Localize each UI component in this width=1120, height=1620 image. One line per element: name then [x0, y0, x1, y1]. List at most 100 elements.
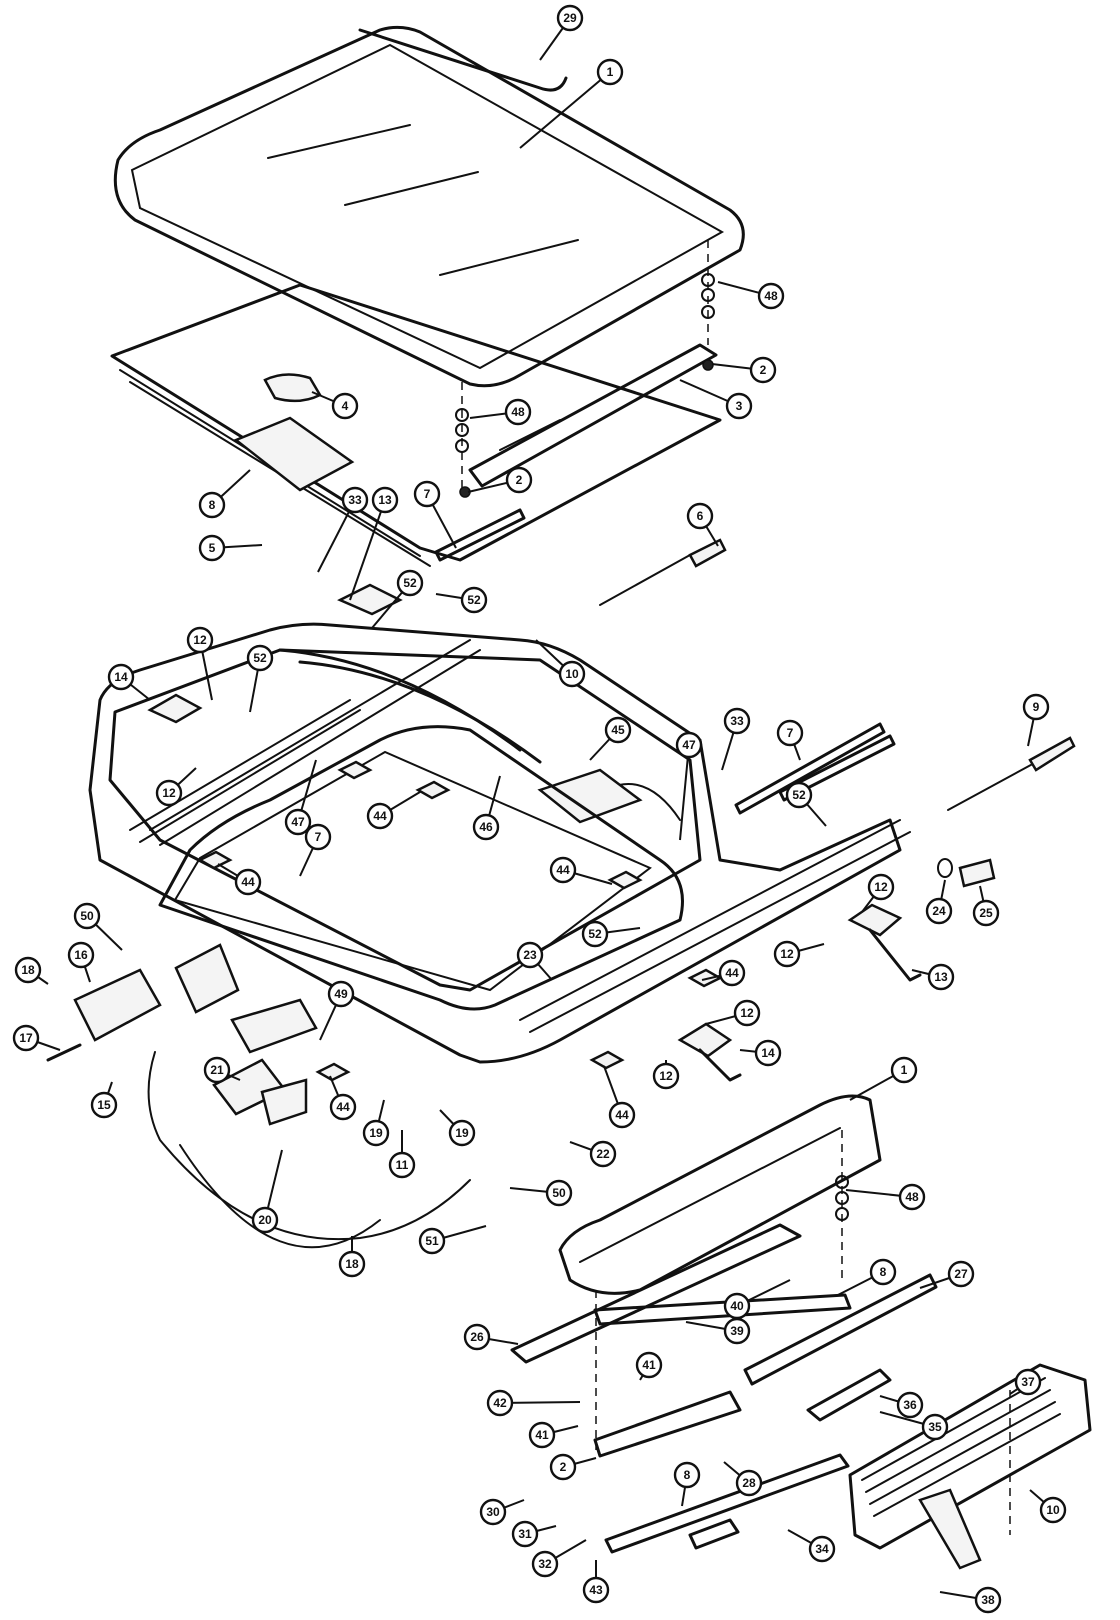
callout-bubble — [371, 486, 399, 514]
leader-line-1 — [519, 71, 611, 149]
callout-number: 39 — [730, 1324, 744, 1338]
callout-bubble — [155, 779, 183, 807]
callout-number: 29 — [563, 11, 577, 25]
callout-15: 15 — [90, 1091, 118, 1119]
callout-bubble — [673, 1461, 701, 1489]
leader-line-42 — [499, 1401, 581, 1404]
callout-bubble — [972, 899, 1000, 927]
callout-48: 48 — [757, 282, 785, 310]
callout-bubble — [67, 941, 95, 969]
callout-44: 44 — [234, 868, 262, 896]
callout-2: 2 — [505, 466, 533, 494]
callout-number: 38 — [981, 1593, 995, 1607]
callout-number: 8 — [684, 1468, 691, 1482]
callout-47: 47 — [675, 731, 703, 759]
callout-number: 12 — [193, 633, 207, 647]
callout-number: 41 — [642, 1358, 656, 1372]
callout-bubble — [754, 1039, 782, 1067]
callout-12: 12 — [155, 779, 183, 807]
glass-panel — [113, 25, 745, 388]
pad-group — [197, 760, 723, 1082]
drive-cable-right — [947, 736, 1076, 811]
callout-number: 48 — [764, 289, 778, 303]
callout-51: 51 — [418, 1227, 446, 1255]
callout-21: 21 — [203, 1056, 231, 1084]
callout-number: 46 — [479, 820, 493, 834]
callout-8: 8 — [673, 1461, 701, 1489]
callout-bubble — [251, 1206, 279, 1234]
callout-37: 37 — [1014, 1368, 1042, 1396]
callout-12: 12 — [733, 999, 761, 1027]
callout-number: 2 — [516, 473, 523, 487]
callout-number: 10 — [1046, 1503, 1060, 1517]
callout-44: 44 — [718, 959, 746, 987]
callout-number: 25 — [979, 906, 993, 920]
glass-panel-detail — [558, 1094, 882, 1295]
callout-number: 12 — [874, 880, 888, 894]
callout-40: 40 — [723, 1292, 751, 1320]
callout-bubble — [14, 956, 42, 984]
callout-3: 3 — [725, 392, 753, 420]
callout-bubble — [460, 586, 488, 614]
callout-bubble — [549, 1453, 577, 1481]
callout-number: 8 — [880, 1265, 887, 1279]
callout-number: 10 — [565, 667, 579, 681]
callout-19: 19 — [448, 1119, 476, 1147]
callout-bubble — [396, 569, 424, 597]
callout-bubble — [549, 856, 577, 884]
callout-47: 47 — [284, 808, 312, 836]
callout-number: 17 — [19, 1031, 33, 1045]
callout-bubble — [757, 282, 785, 310]
callout-1: 1 — [596, 58, 624, 86]
callout-bubble — [366, 802, 394, 830]
callout-number: 52 — [253, 651, 267, 665]
callout-30: 30 — [479, 1498, 507, 1526]
callout-number: 40 — [730, 1299, 744, 1313]
callout-2: 2 — [749, 356, 777, 384]
callout-44: 44 — [366, 802, 394, 830]
callout-24: 24 — [925, 897, 953, 925]
callout-number: 21 — [210, 1063, 224, 1077]
callout-bubble — [472, 813, 500, 841]
callout-bubble — [388, 1151, 416, 1179]
callout-number: 5 — [209, 541, 216, 555]
leader-lines — [25, 17, 1054, 1601]
callout-bubble — [1014, 1368, 1042, 1396]
callout-bubble — [418, 1227, 446, 1255]
callout-44: 44 — [549, 856, 577, 884]
callout-bubble — [1022, 693, 1050, 721]
callout-13: 13 — [371, 486, 399, 514]
callout-bubble — [234, 868, 262, 896]
callout-bubble — [284, 808, 312, 836]
callout-7: 7 — [304, 823, 332, 851]
callout-28: 28 — [735, 1469, 763, 1497]
callout-43: 43 — [582, 1576, 610, 1604]
callout-10: 10 — [1039, 1496, 1067, 1524]
callout-number: 47 — [291, 815, 305, 829]
callout-bubble — [808, 1535, 836, 1563]
callout-number: 7 — [787, 726, 794, 740]
callout-18: 18 — [338, 1250, 366, 1278]
callout-bubble — [107, 663, 135, 691]
callout-number: 1 — [901, 1063, 908, 1077]
callout-17: 17 — [12, 1024, 40, 1052]
callout-number: 12 — [740, 1006, 754, 1020]
callout-number: 31 — [518, 1527, 532, 1541]
callout-bubble — [652, 1062, 680, 1090]
callout-bubble — [723, 1317, 751, 1345]
callout-bubble — [448, 1119, 476, 1147]
callout-23: 23 — [516, 941, 544, 969]
callout-bubble — [556, 4, 584, 32]
callout-27: 27 — [947, 1260, 975, 1288]
callout-number: 2 — [560, 1460, 567, 1474]
callout-7: 7 — [413, 480, 441, 508]
callout-bubble — [723, 707, 751, 735]
callout-number: 4 — [342, 399, 349, 413]
roof-opening-inner — [173, 750, 652, 992]
callout-46: 46 — [472, 813, 500, 841]
callout-number: 2 — [760, 363, 767, 377]
callout-bubble — [582, 1576, 610, 1604]
callout-bubble — [581, 920, 609, 948]
callout-number: 48 — [905, 1190, 919, 1204]
callout-41: 41 — [635, 1351, 663, 1379]
